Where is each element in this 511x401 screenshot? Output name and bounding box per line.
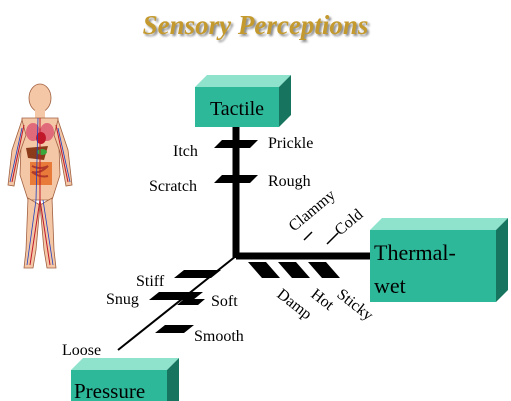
human-anatomy-icon (8, 84, 72, 268)
thermal-box-label-line1: Thermal- (374, 240, 456, 265)
axes (118, 116, 372, 350)
label-clammy: Clammy (286, 187, 339, 235)
tactile-box-label: Tactile (210, 98, 264, 120)
label-scratch: Scratch (149, 178, 197, 195)
pressure-box: Pressure (71, 358, 179, 401)
tick-snug (149, 292, 203, 300)
pressure-box-label: Pressure (74, 379, 145, 401)
label-smooth: Smooth (194, 328, 244, 345)
label-prickle: Prickle (268, 135, 313, 152)
label-sticky: Sticky (334, 286, 377, 325)
tick-itch (214, 140, 258, 148)
label-stiff: Stiff (136, 273, 165, 290)
label-itch: Itch (173, 143, 198, 160)
tick-damp (248, 262, 280, 278)
label-rough: Rough (268, 173, 311, 190)
tick-scratch (214, 175, 258, 183)
label-soft: Soft (211, 293, 238, 310)
tick-stiff (174, 270, 221, 278)
label-loose: Loose (62, 342, 101, 359)
thermal-box: Thermal- wet (370, 218, 508, 302)
tick-cold (327, 233, 338, 244)
label-snug: Snug (106, 291, 139, 308)
tick-clammy (304, 232, 312, 240)
tactile-box: Tactile (195, 75, 291, 127)
thermal-box-label-line2: wet (374, 273, 406, 298)
tick-sticky (308, 262, 340, 278)
label-damp: Damp (274, 286, 315, 323)
tick-hot (278, 262, 310, 278)
tick-smooth (155, 325, 194, 333)
